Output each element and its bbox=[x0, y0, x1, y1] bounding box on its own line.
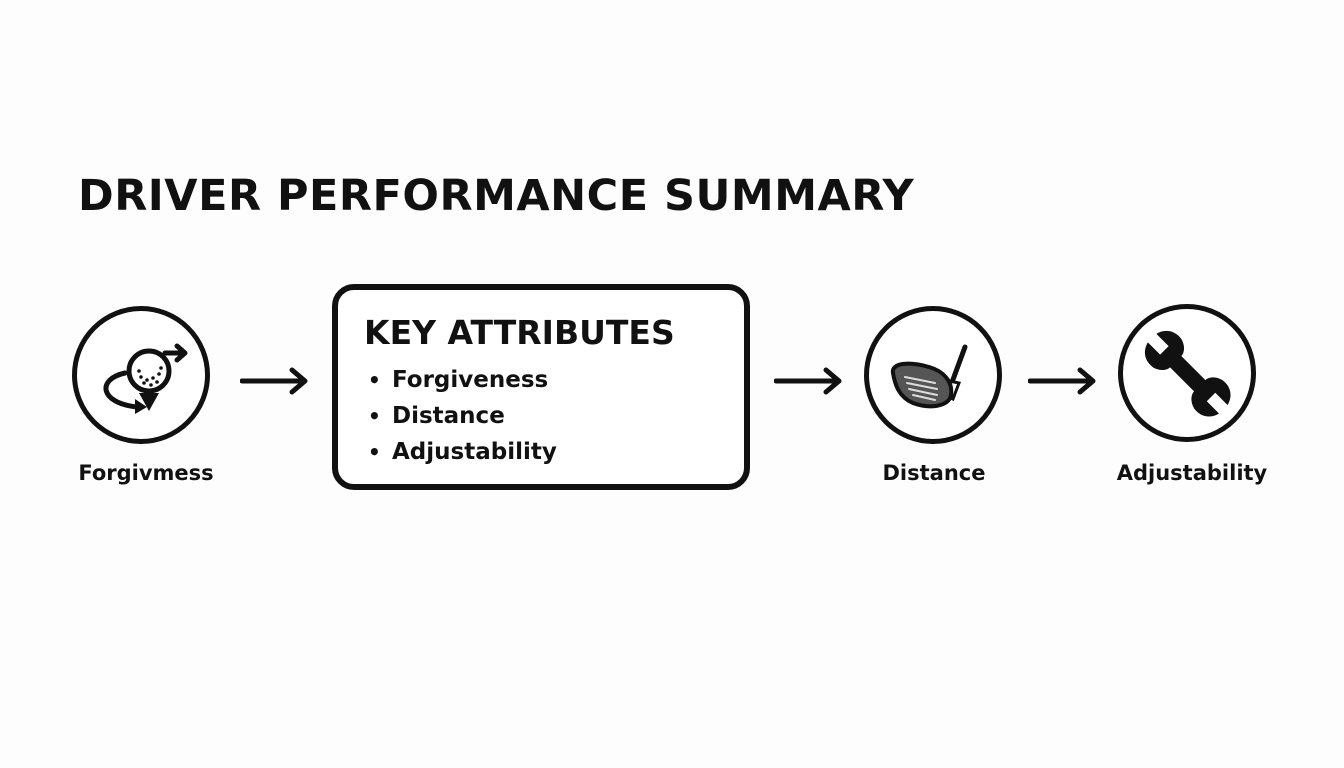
arrow-right-icon bbox=[774, 367, 842, 395]
list-item-text: Adjustability bbox=[392, 439, 557, 465]
wrench-icon bbox=[1143, 329, 1233, 419]
arrow-right-icon bbox=[240, 367, 308, 395]
arrow-right-icon bbox=[1028, 367, 1096, 395]
adjustability-label: Adjustability bbox=[1116, 461, 1268, 485]
forgiveness-label: Forgivmess bbox=[78, 461, 214, 485]
list-item: • Distance bbox=[368, 398, 557, 434]
forgiveness-node bbox=[72, 306, 210, 444]
list-item: • Forgiveness bbox=[368, 362, 557, 398]
list-item: • Adjustability bbox=[368, 434, 557, 470]
bullet: • bbox=[368, 440, 381, 464]
list-item-text: Forgiveness bbox=[392, 367, 549, 393]
key-attributes-heading: KEY ATTRIBUTES bbox=[364, 313, 675, 352]
bullet: • bbox=[368, 404, 381, 428]
key-attributes-box: KEY ATTRIBUTES • Forgiveness • Distance • A… bbox=[332, 284, 750, 490]
diagram-title: DRIVER PERFORMANCE SUMMARY bbox=[78, 171, 915, 221]
distance-label: Distance bbox=[882, 461, 986, 485]
golf-ball-on-tee-icon bbox=[103, 343, 188, 414]
driver-club-head-icon bbox=[890, 344, 968, 409]
distance-node bbox=[864, 306, 1002, 444]
bullet: • bbox=[368, 368, 381, 392]
adjustability-node bbox=[1118, 304, 1256, 442]
key-attributes-list: • Forgiveness • Distance • Adjustability bbox=[368, 362, 557, 470]
list-item-text: Distance bbox=[392, 403, 505, 429]
